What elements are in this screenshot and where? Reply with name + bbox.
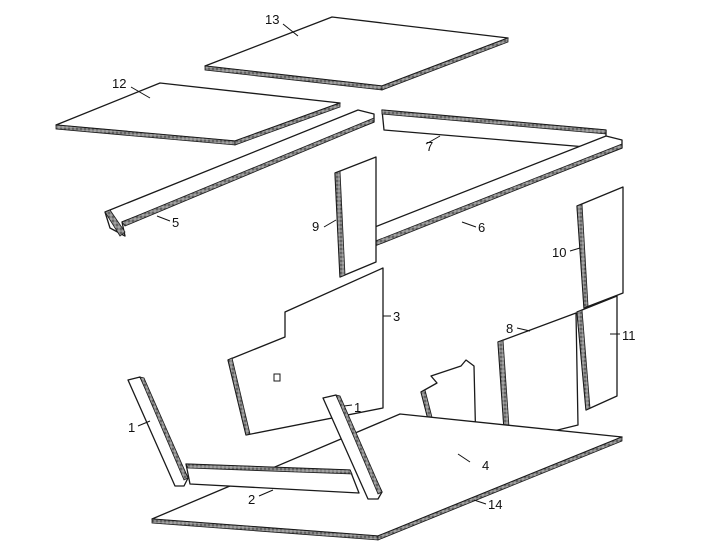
- label-4: 4: [482, 458, 489, 473]
- label-10: 10: [552, 245, 566, 260]
- label-14: 14: [488, 497, 502, 512]
- panel-13: [204, 16, 509, 91]
- sill-2: [185, 463, 360, 494]
- label-8: 8: [506, 321, 513, 336]
- label-12: 12: [112, 76, 126, 91]
- panel-14: [151, 413, 623, 541]
- panel-8: [497, 312, 579, 444]
- callout-labels: 13 12 7 5 6 9 10 3 8 11 1 1 4 2 14: [112, 12, 636, 512]
- label-9: 9: [312, 219, 319, 234]
- label-7: 7: [426, 139, 433, 154]
- panel-12: [55, 82, 341, 146]
- label-5: 5: [172, 215, 179, 230]
- label-2: 2: [248, 492, 255, 507]
- label-3: 3: [393, 309, 400, 324]
- angle-7: [381, 109, 607, 149]
- label-6: 6: [478, 220, 485, 235]
- panel-3: [227, 267, 384, 436]
- post-1-right: [322, 394, 383, 500]
- label-11: 11: [622, 328, 636, 343]
- leader-lines: [130, 23, 620, 505]
- panel-11: [576, 295, 618, 411]
- angle-5: [104, 109, 375, 237]
- label-1-right: 1: [354, 400, 361, 415]
- panel-9: [334, 156, 377, 278]
- panel-10: [576, 186, 624, 309]
- label-13: 13: [265, 12, 279, 27]
- label-1-left: 1: [128, 420, 135, 435]
- post-1-left: [127, 376, 189, 487]
